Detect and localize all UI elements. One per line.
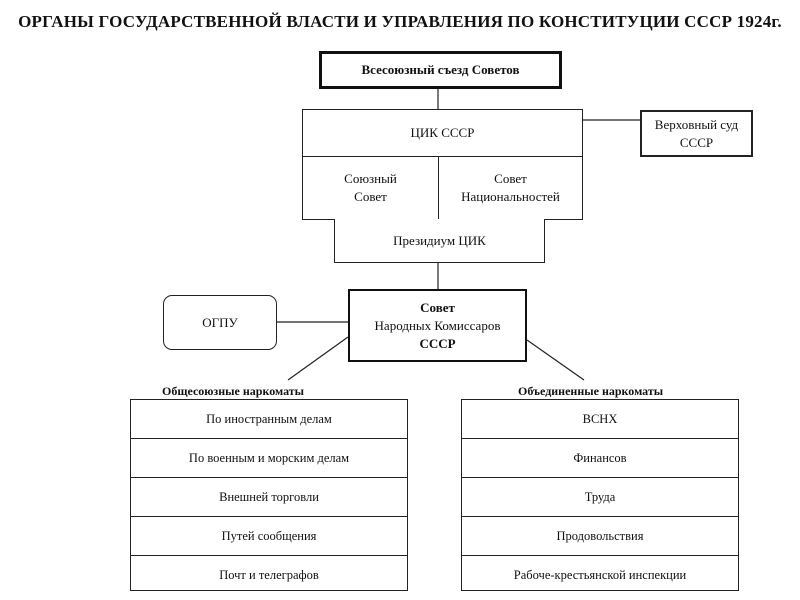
supreme-court-line2: СССР [679, 134, 714, 150]
sovnarkom-line2: Народных Комиссаров [374, 317, 501, 333]
sovnarkom-box: Совет Народных Комиссаров СССР [348, 289, 527, 362]
list-item: По иностранным делам [131, 400, 407, 438]
tsik-label: ЦИК СССР [303, 110, 582, 157]
congress-label: Всесоюзный съезд Советов [361, 62, 520, 77]
nationalities-council-line2: Национальностей [461, 189, 560, 204]
presidium-label: Президиум ЦИК [393, 232, 486, 248]
list-item: Путей сообщения [131, 516, 407, 555]
list-item-label: Труда [584, 489, 616, 504]
list-item-label: По военным и морским делам [188, 450, 350, 465]
union-council-cell: Союзный Совет [303, 157, 439, 219]
list-item: Труда [462, 477, 738, 516]
list-item-label: Продовольствия [556, 528, 644, 543]
connector-sovnarkom-united [526, 339, 585, 381]
congress-box: Всесоюзный съезд Советов [319, 51, 562, 89]
list-item-label: Финансов [573, 450, 627, 465]
tsik-text: ЦИК СССР [410, 125, 475, 140]
diagram-title: ОРГАНЫ ГОСУДАРСТВЕННОЙ ВЛАСТИ И УПРАВЛЕН… [18, 12, 782, 31]
list-item-label: Рабоче-крестьянской инспекции [513, 567, 687, 582]
list-item-label: Внешней торговли [219, 489, 319, 504]
list-item: ВСНХ [462, 400, 738, 438]
united-heading: Объединенные наркоматы [518, 384, 664, 398]
connector-sovnarkom-allunion [287, 336, 349, 381]
list-item-label: Почт и телеграфов [219, 567, 319, 582]
list-item: Продовольствия [462, 516, 738, 555]
union-council-line2: Совет [354, 189, 387, 204]
list-item: Внешней торговли [131, 477, 407, 516]
sovnarkom-line1: Совет [420, 299, 455, 315]
sovnarkom-line3: СССР [419, 335, 456, 351]
list-item-label: По иностранным делам [206, 411, 332, 426]
list-item-label: ВСНХ [582, 411, 618, 426]
ogpu-box: ОГПУ [163, 295, 277, 350]
list-item: По военным и морским делам [131, 438, 407, 477]
supreme-court-box: Верховный суд СССР [640, 110, 753, 157]
list-item-label: Путей сообщения [221, 528, 317, 543]
tsik-block: ЦИК СССР Союзный Совет Совет Национально… [302, 109, 583, 220]
nationalities-council-cell: Совет Национальностей [439, 157, 582, 219]
supreme-court-line1: Верховный суд [654, 116, 739, 132]
list-item: Финансов [462, 438, 738, 477]
all-union-list: По иностранным делам По военным и морски… [130, 399, 408, 591]
ogpu-label: ОГПУ [202, 314, 238, 330]
list-item: Рабоче-крестьянской инспекции [462, 555, 738, 594]
presidium-box: Президиум ЦИК [334, 219, 545, 263]
union-council-line1: Союзный [344, 171, 397, 186]
list-item: Почт и телеграфов [131, 555, 407, 594]
nationalities-council-line1: Совет [494, 171, 527, 186]
all-union-heading: Общесоюзные наркоматы [162, 384, 305, 398]
united-list: ВСНХ Финансов Труда Продовольствия Рабоч… [461, 399, 739, 591]
